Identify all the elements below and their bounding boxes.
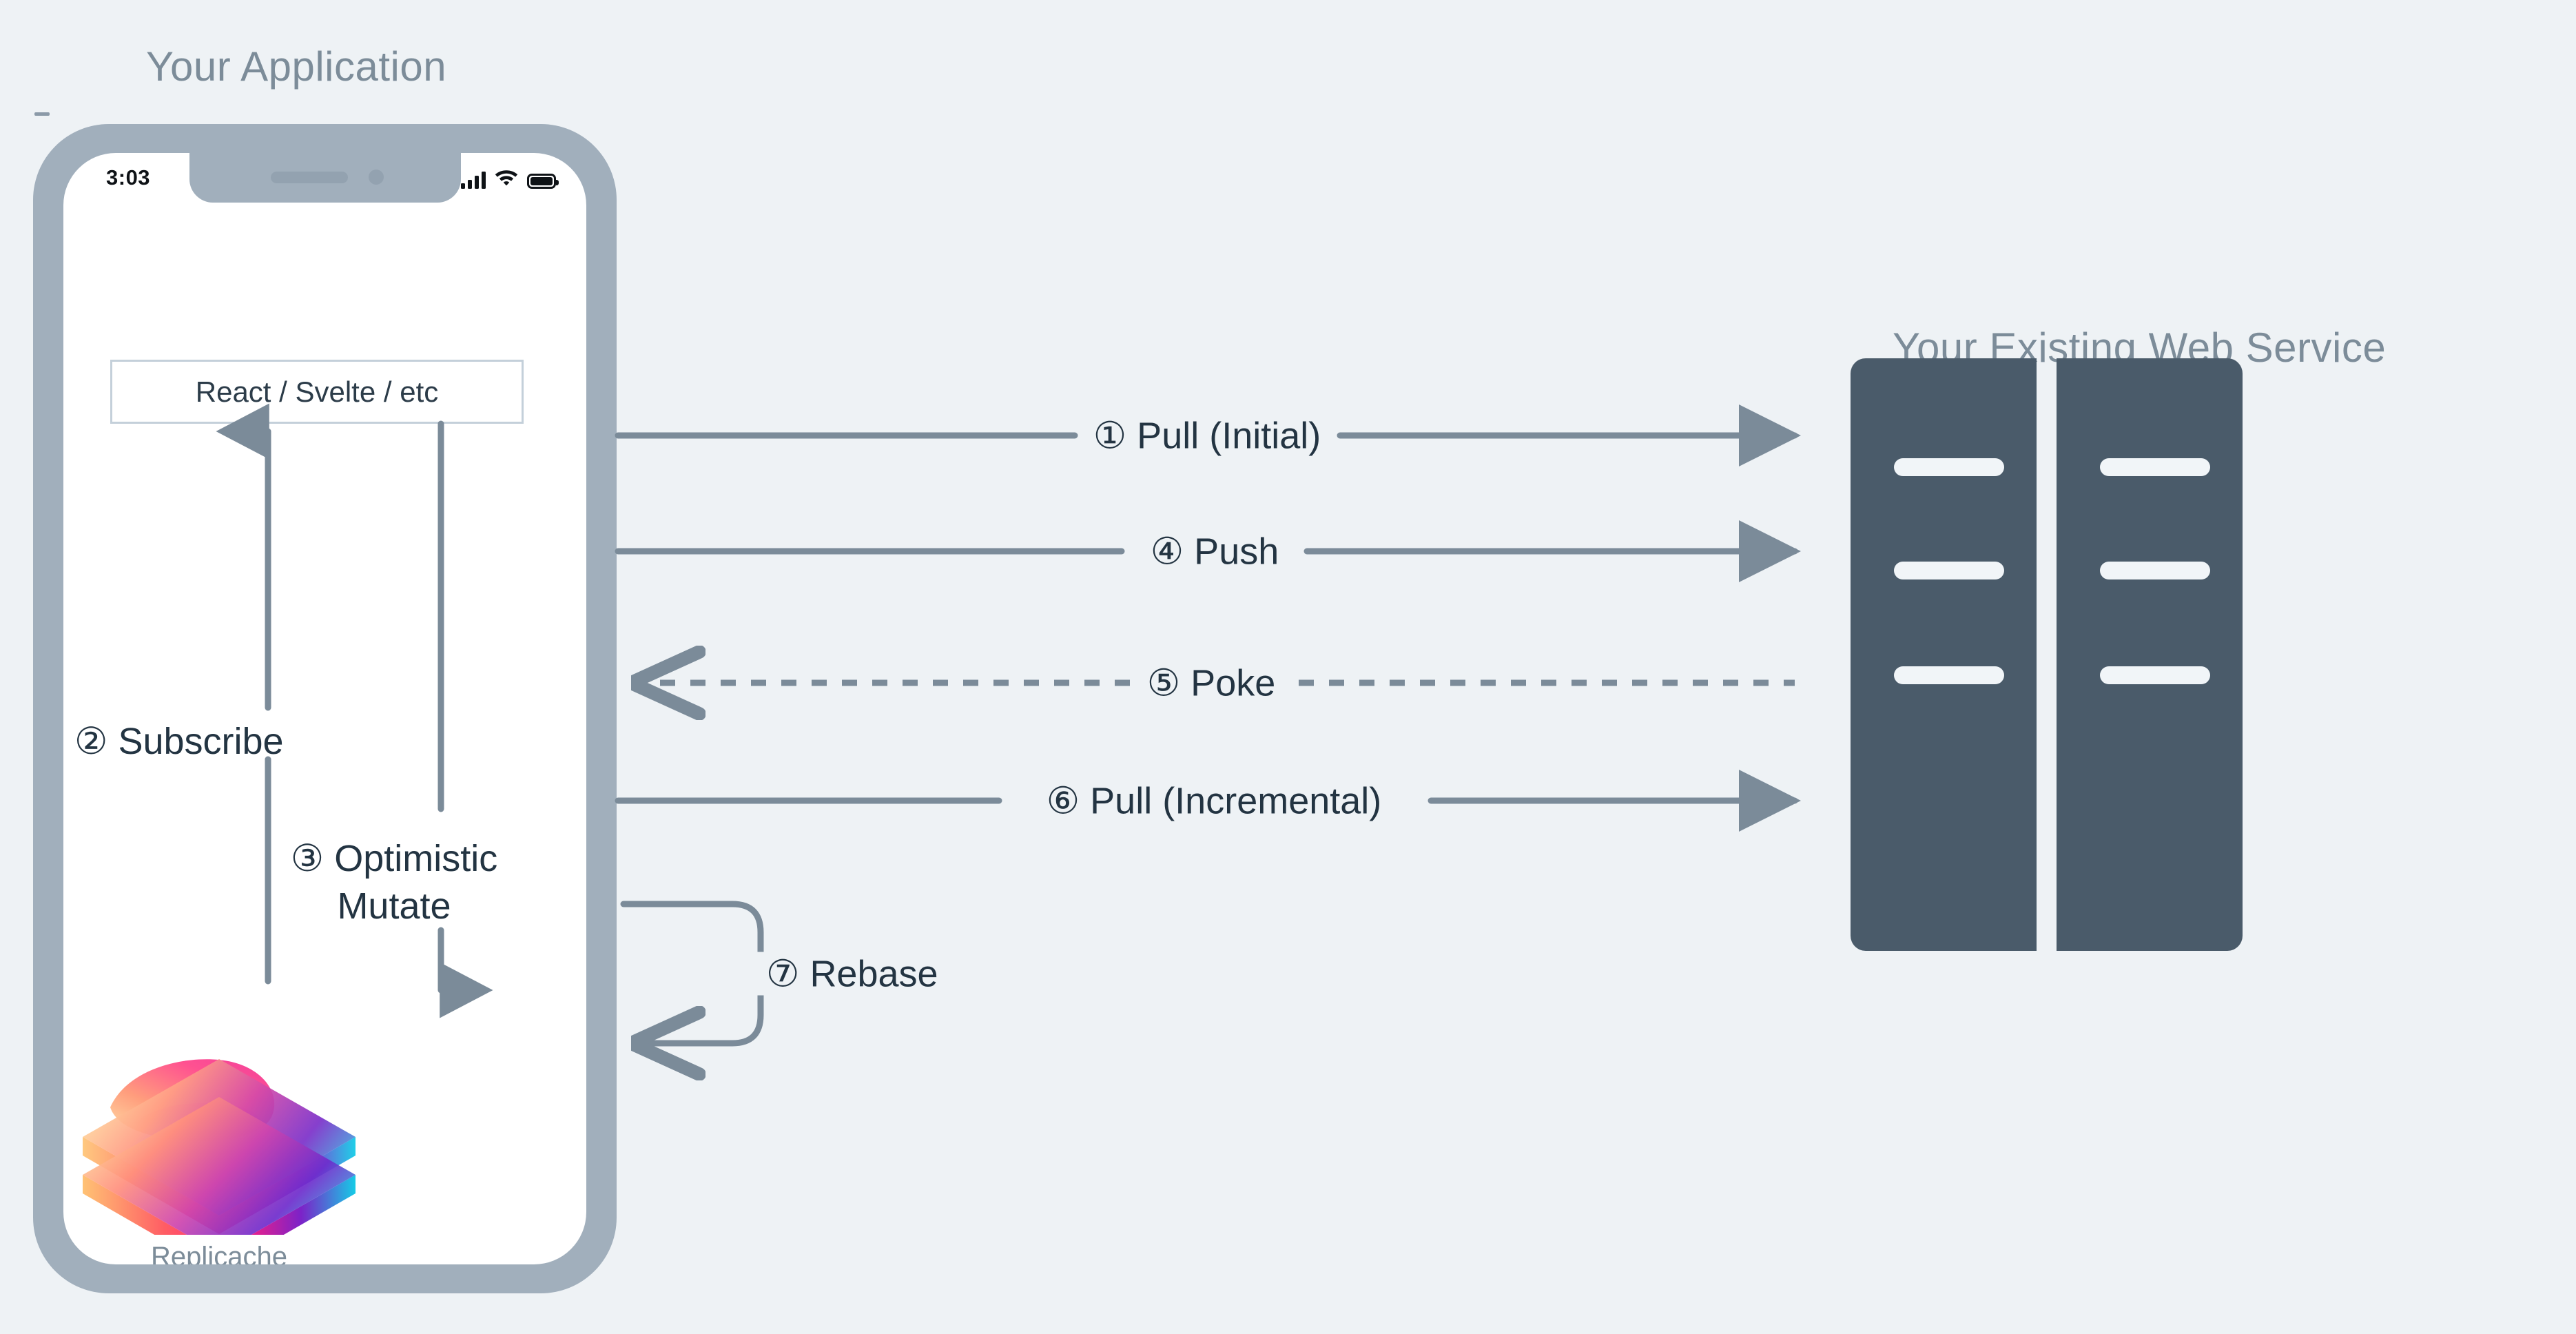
clock-label: 3:03 <box>106 165 151 189</box>
framework-box-label: React / Svelte / etc <box>195 375 439 408</box>
flow-label-pull-incremental: ⑥ Pull (Incremental) <box>1036 779 1392 823</box>
server-slot <box>1894 458 2004 476</box>
replicache-label: Replicache <box>151 1242 287 1264</box>
front-camera-icon <box>368 170 384 185</box>
phone-device: 3:03 React / Svelte / etc <box>33 124 617 1293</box>
battery-full-icon <box>527 174 559 189</box>
wifi-icon <box>495 167 518 189</box>
framework-box: React / Svelte / etc <box>110 360 524 424</box>
status-bar: 3:03 <box>63 153 586 203</box>
flow-text-rebase: Rebase <box>810 953 938 995</box>
flow-label-push: ④ Push <box>1140 529 1289 573</box>
speaker-icon <box>270 172 348 183</box>
flow-label-subscribe: ② Subscribe <box>74 718 284 766</box>
server-slot <box>2100 562 2210 579</box>
your-application-title: Your Application <box>146 43 447 90</box>
server-rack <box>1851 358 2037 951</box>
phone-screen: 3:03 React / Svelte / etc <box>63 153 586 1264</box>
flow-label-pull-initial: ① Pull (Initial) <box>1083 413 1331 458</box>
server-slot <box>2100 666 2210 684</box>
flow-text-subscribe: Subscribe <box>118 721 284 762</box>
frame-dash-marker <box>34 112 50 116</box>
flow-label-rebase: ⑦ Rebase <box>756 952 948 996</box>
replicache-layers-logo <box>74 1045 364 1264</box>
flow-number-3: ③ <box>290 838 324 879</box>
flow-number-5: ⑤ <box>1146 662 1181 704</box>
server-slot <box>1894 562 2004 579</box>
flow-number-4: ④ <box>1150 531 1184 573</box>
flow-number-2: ② <box>74 721 108 762</box>
server-rack <box>2057 358 2243 951</box>
flow-text-push: Push <box>1194 531 1279 573</box>
flow-text-poke: Poke <box>1191 662 1276 704</box>
internal-arrows <box>216 403 493 1018</box>
flow-text-mutate: Mutate <box>337 885 451 927</box>
flow-label-optimistic-mutate: ③ Optimistic Mutate <box>246 835 542 930</box>
flow-text-pull-incremental: Pull (Incremental) <box>1090 780 1382 822</box>
server-slot <box>1894 666 2004 684</box>
status-icon-group <box>461 165 559 189</box>
flow-number-6: ⑥ <box>1046 780 1080 822</box>
flow-label-poke: ⑤ Poke <box>1137 661 1286 705</box>
flow-text-pull-initial: Pull (Initial) <box>1137 415 1321 457</box>
flow-text-optimistic: Optimistic <box>334 838 498 879</box>
phone-notch <box>189 153 461 203</box>
flow-number-1: ① <box>1093 415 1127 457</box>
cellular-signal-icon <box>461 172 486 189</box>
flow-number-7: ⑦ <box>766 953 800 995</box>
server-slot <box>2100 458 2210 476</box>
